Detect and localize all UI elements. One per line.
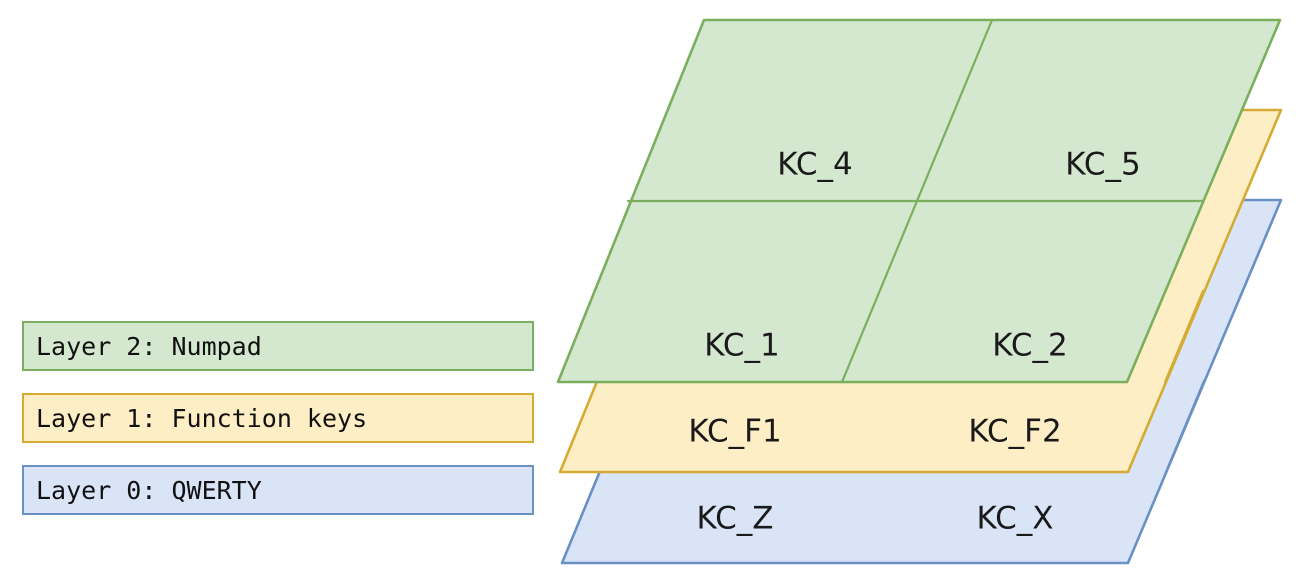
layer-2-group[interactable]: KC_4 KC_5 KC_1 KC_2: [556, 18, 1282, 384]
layer-2-column-divider: [840, 18, 994, 384]
layer-0-row-divider: [1164, 379, 1206, 474]
legend-item-label: Layer 0: QWERTY: [36, 475, 262, 505]
legend-item-label: Layer 2: Numpad: [36, 331, 262, 361]
key-label-kc-f1: KC_F1: [688, 414, 781, 450]
legend-item-layer-1[interactable]: Layer 1: Function keys: [22, 393, 534, 443]
key-label-kc-4: KC_4: [777, 147, 853, 183]
key-label-kc-1: KC_1: [704, 328, 780, 364]
key-label-kc-x: KC_X: [976, 501, 1053, 537]
layer-1-row-divider: [1163, 289, 1205, 384]
legend-item-label: Layer 1: Function keys: [36, 403, 368, 433]
key-label-kc-2: KC_2: [992, 328, 1068, 364]
key-label-kc-z: KC_Z: [696, 501, 773, 537]
legend-item-layer-2[interactable]: Layer 2: Numpad: [22, 321, 534, 371]
legend-item-layer-0[interactable]: Layer 0: QWERTY: [22, 465, 534, 515]
legend: Layer 2: Numpad Layer 1: Function keys L…: [22, 321, 534, 515]
key-label-kc-5: KC_5: [1065, 147, 1141, 183]
key-label-kc-f2: KC_F2: [968, 414, 1061, 450]
